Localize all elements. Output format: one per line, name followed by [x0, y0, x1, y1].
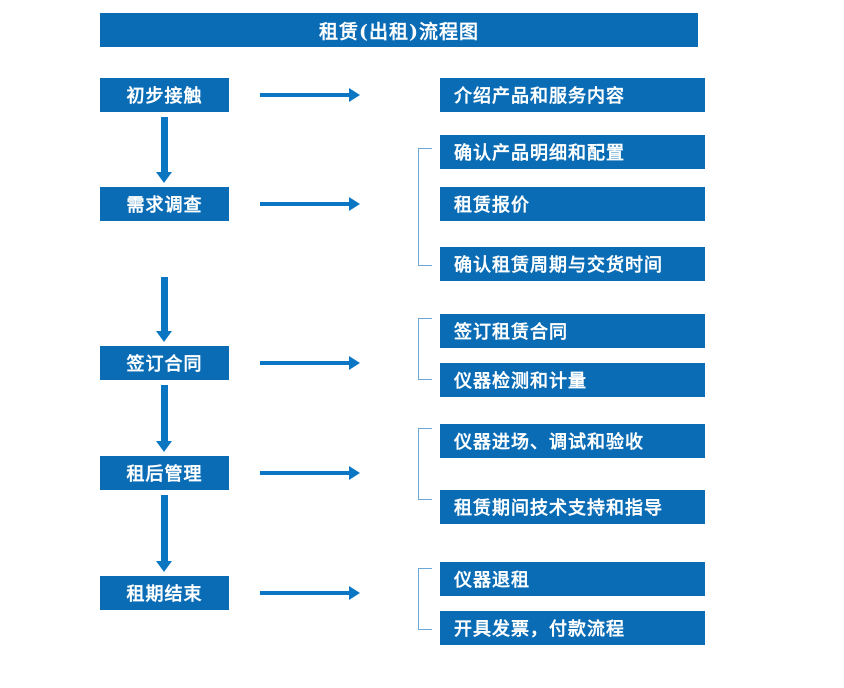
detail-box-1[interactable]: 介绍产品和服务内容 — [440, 78, 705, 112]
stage-box-5[interactable]: 租期结束 — [100, 576, 229, 610]
detail-box-7[interactable]: 仪器进场、调试和验收 — [440, 424, 705, 458]
detail-box-2[interactable]: 确认产品明细和配置 — [440, 135, 705, 169]
detail-box-4[interactable]: 确认租赁周期与交货时间 — [440, 247, 705, 281]
vertical-arrow-4-to-5 — [156, 495, 172, 572]
vertical-arrow-2-to-3 — [156, 277, 172, 342]
group-bracket-4 — [418, 428, 432, 500]
horizontal-arrow-1 — [260, 88, 360, 102]
vertical-arrow-1-to-2 — [156, 117, 172, 183]
detail-box-8[interactable]: 租赁期间技术支持和指导 — [440, 490, 705, 524]
detail-box-6[interactable]: 仪器检测和计量 — [440, 363, 705, 397]
horizontal-arrow-4 — [260, 466, 360, 480]
horizontal-arrow-2 — [260, 197, 360, 211]
detail-box-9[interactable]: 仪器退租 — [440, 562, 705, 596]
vertical-arrow-3-to-4 — [156, 385, 172, 452]
horizontal-arrow-3 — [260, 356, 360, 370]
stage-box-1[interactable]: 初步接触 — [100, 78, 229, 112]
group-bracket-3 — [418, 318, 432, 380]
detail-box-3[interactable]: 租赁报价 — [440, 187, 705, 221]
horizontal-arrow-5 — [260, 586, 360, 600]
stage-box-4[interactable]: 租后管理 — [100, 456, 229, 490]
page-title: 租赁(出租)流程图 — [100, 13, 698, 47]
stage-box-3[interactable]: 签订合同 — [100, 346, 229, 380]
group-bracket-2 — [418, 148, 432, 266]
detail-box-5[interactable]: 签订租赁合同 — [440, 314, 705, 348]
detail-box-10[interactable]: 开具发票，付款流程 — [440, 611, 705, 645]
group-bracket-5 — [418, 568, 432, 630]
stage-box-2[interactable]: 需求调查 — [100, 187, 229, 221]
